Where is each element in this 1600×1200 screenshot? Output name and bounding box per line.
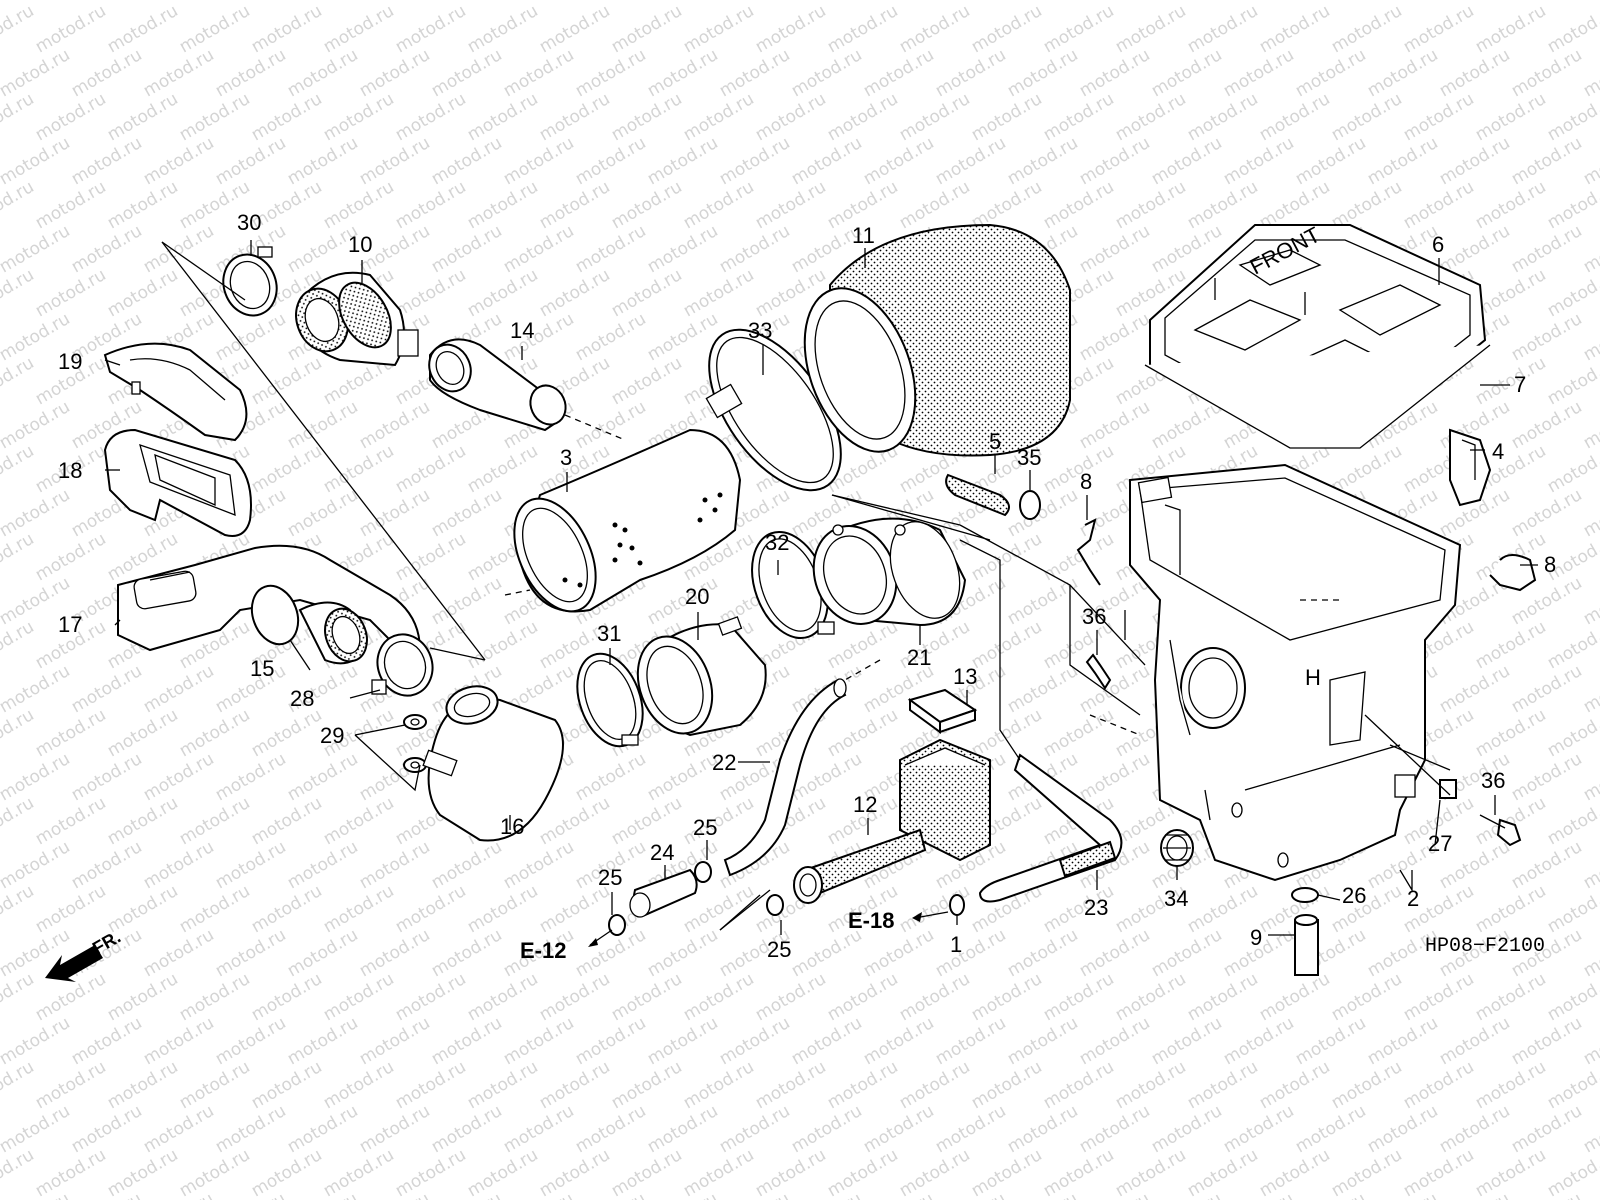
part-33-band (705, 328, 842, 492)
part-32-band (751, 530, 835, 640)
callout-18: 18 (58, 458, 82, 483)
ref-e12: E-12 (520, 938, 566, 963)
part-34-grommet (1160, 829, 1194, 867)
part-10-connecting-tube (295, 271, 419, 367)
part-22-tube (723, 678, 847, 877)
reference-arrows (588, 911, 949, 947)
part-27-nut (1439, 779, 1457, 799)
callout-3: 3 (560, 445, 572, 470)
front-direction-arrow: FR. (45, 927, 124, 982)
part-24-drain-plug (629, 868, 698, 918)
callout-8b: 8 (1544, 552, 1556, 577)
callout-13: 13 (953, 664, 977, 689)
callout-7: 7 (1514, 372, 1526, 397)
callout-8a: 8 (1080, 469, 1092, 494)
case-h-marking: H (1305, 665, 1321, 690)
part-2-air-cleaner-case (1129, 463, 1462, 882)
callout-9: 9 (1250, 925, 1262, 950)
callout-2: 2 (1407, 886, 1419, 911)
part-20-boot (636, 616, 767, 737)
part-4-bracket (1449, 428, 1492, 507)
part-1-clip (949, 894, 965, 916)
leader-lines (104, 240, 1538, 936)
callout-33: 33 (748, 318, 772, 343)
part-36-bolts (1085, 653, 1522, 847)
callout-19: 19 (58, 349, 82, 374)
callout-20: 20 (685, 584, 709, 609)
callout-36b: 36 (1481, 768, 1505, 793)
part-31-band (576, 652, 644, 748)
callout-35: 35 (1017, 445, 1041, 470)
part-16-funnel (422, 685, 564, 842)
part-7-seal (1144, 344, 1491, 449)
part-21-connecting-tube (812, 517, 967, 627)
part-13-cushion (907, 688, 978, 734)
callout-1: 1 (950, 932, 962, 957)
callout-17: 17 (58, 612, 82, 637)
part-5-drain-filter (945, 473, 1010, 517)
callout-5: 5 (989, 429, 1001, 454)
ref-e18: E-18 (848, 908, 894, 933)
callout-4: 4 (1492, 439, 1504, 464)
part-30-clamp (222, 246, 278, 317)
part-25-clips (608, 861, 784, 936)
part-29-grommet (403, 714, 427, 773)
part-26-o-ring (1291, 887, 1319, 903)
callout-15: 15 (250, 656, 274, 681)
callout-36a: 36 (1082, 604, 1106, 629)
part-23-breather-tube (978, 753, 1123, 903)
diagram-code: HP08−F2100 (1425, 935, 1545, 958)
callout-25c: 25 (767, 937, 791, 962)
callout-26: 26 (1342, 883, 1366, 908)
callout-16: 16 (500, 814, 524, 839)
callout-30: 30 (237, 210, 261, 235)
callout-29: 29 (320, 723, 344, 748)
part-12-drain-case (793, 738, 991, 904)
part-8-clamps (1076, 518, 1537, 592)
callout-numbers: 30 10 14 33 11 3 5 35 8 4 7 6 8 36 32 20… (58, 210, 1556, 963)
callout-32: 32 (765, 530, 789, 555)
callout-21: 21 (907, 645, 931, 670)
callout-22: 22 (712, 750, 736, 775)
callout-23: 23 (1084, 895, 1108, 920)
callout-25a: 25 (598, 865, 622, 890)
part-3-element (513, 428, 742, 613)
callout-25b: 25 (693, 815, 717, 840)
callout-27: 27 (1428, 831, 1452, 856)
callout-12: 12 (853, 792, 877, 817)
part-11-outer-element (803, 223, 1071, 457)
part-18-duct-base (103, 428, 252, 537)
callout-31: 31 (597, 621, 621, 646)
callout-34: 34 (1164, 886, 1188, 911)
callout-11: 11 (852, 223, 875, 248)
part-35-clip (1019, 490, 1041, 520)
callout-28: 28 (290, 686, 314, 711)
callout-24: 24 (650, 840, 674, 865)
part-19-duct-cover (103, 342, 248, 442)
part-15-joint-boot (250, 584, 368, 665)
part-9-drain-tube (1294, 914, 1319, 976)
callout-14: 14 (510, 318, 534, 343)
callout-6: 6 (1432, 232, 1444, 257)
callout-10: 10 (348, 232, 372, 257)
part-28-band (371, 633, 434, 697)
part-14-tube (428, 338, 567, 432)
